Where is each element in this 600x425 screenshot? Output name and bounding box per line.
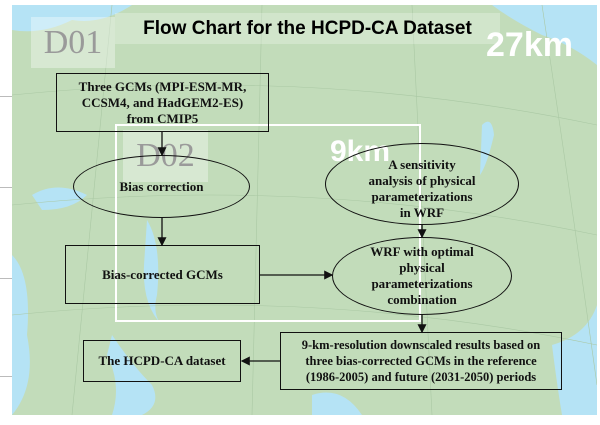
node-sensitivity-analysis: A sensitivity analysis of physical param… (325, 143, 519, 225)
page-title: Flow Chart for the HCPD-CA Dataset (115, 13, 500, 44)
node-bias-corrected-gcms: Bias-corrected GCMs (65, 245, 260, 304)
axis-tick (0, 187, 12, 188)
node-downscaled-results: 9-km-resolution downscaled results based… (280, 332, 562, 390)
node-hcpd-ca-dataset: The HCPD-CA dataset (83, 340, 241, 382)
node-bias-correction: Bias correction (73, 155, 250, 218)
resolution-27km: 27km (486, 26, 573, 64)
node-wrf-optimal: WRF with optimal physical parameterizati… (332, 237, 512, 315)
node-three-gcms: Three GCMs (MPI-ESM-MR, CCSM4, and HadGE… (56, 73, 269, 132)
axis-tick (0, 376, 12, 377)
axis-tick (0, 96, 12, 97)
map-water (12, 5, 597, 415)
axis-tick (0, 278, 12, 279)
domain-d01-label: D01 (31, 17, 115, 68)
